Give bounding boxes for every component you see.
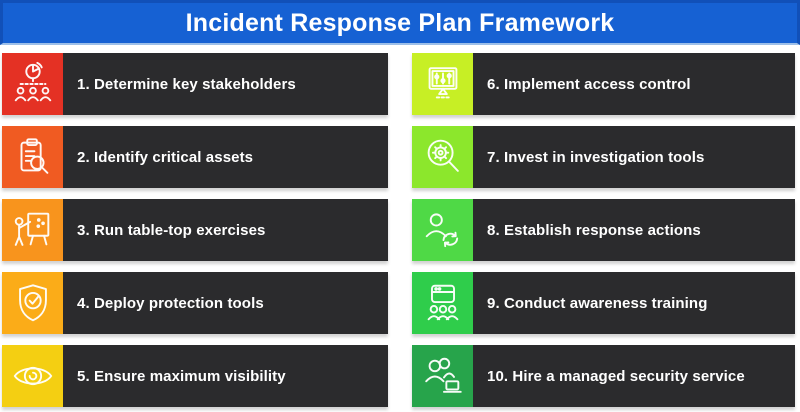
step-label-bar: 1. Determine key stakeholders (63, 53, 388, 115)
header-banner: Incident Response Plan Framework (0, 0, 800, 45)
step-label-bar: 4. Deploy protection tools (63, 272, 388, 334)
shield-check-icon (2, 272, 63, 334)
step-row-2: 2. Identify critical assets (2, 126, 388, 188)
step-row-3: 3. Run table-top exercises (2, 199, 388, 261)
step-row-7: 7. Invest in investigation tools (412, 126, 795, 188)
team-laptop-icon (412, 345, 473, 407)
step-label-bar: 7. Invest in investigation tools (473, 126, 795, 188)
framework-grid: 1. Determine key stakeholders 2. Identif… (2, 53, 795, 407)
step-label-bar: 8. Establish response actions (473, 199, 795, 261)
eye-icon (2, 345, 63, 407)
left-column: 1. Determine key stakeholders 2. Identif… (2, 53, 388, 407)
step-label-bar: 6. Implement access control (473, 53, 795, 115)
clipboard-search-icon (2, 126, 63, 188)
step-row-10: 10. Hire a managed security service (412, 345, 795, 407)
right-column: 6. Implement access control 7. Invest in… (412, 53, 795, 407)
step-label-bar: 5. Ensure maximum visibility (63, 345, 388, 407)
step-label-bar: 3. Run table-top exercises (63, 199, 388, 261)
page-title: Incident Response Plan Framework (185, 8, 615, 37)
step-row-8: 8. Establish response actions (412, 199, 795, 261)
step-row-5: 5. Ensure maximum visibility (2, 345, 388, 407)
step-row-9: 9. Conduct awareness training (412, 272, 795, 334)
step-row-1: 1. Determine key stakeholders (2, 53, 388, 115)
person-sync-icon (412, 199, 473, 261)
pie-org-chart-icon (2, 53, 63, 115)
step-row-4: 4. Deploy protection tools (2, 272, 388, 334)
step-label-bar: 2. Identify critical assets (63, 126, 388, 188)
monitor-sliders-icon (412, 53, 473, 115)
window-people-icon (412, 272, 473, 334)
step-label-bar: 10. Hire a managed security service (473, 345, 795, 407)
step-row-6: 6. Implement access control (412, 53, 795, 115)
step-label-bar: 9. Conduct awareness training (473, 272, 795, 334)
gear-magnifier-icon (412, 126, 473, 188)
presenter-board-icon (2, 199, 63, 261)
